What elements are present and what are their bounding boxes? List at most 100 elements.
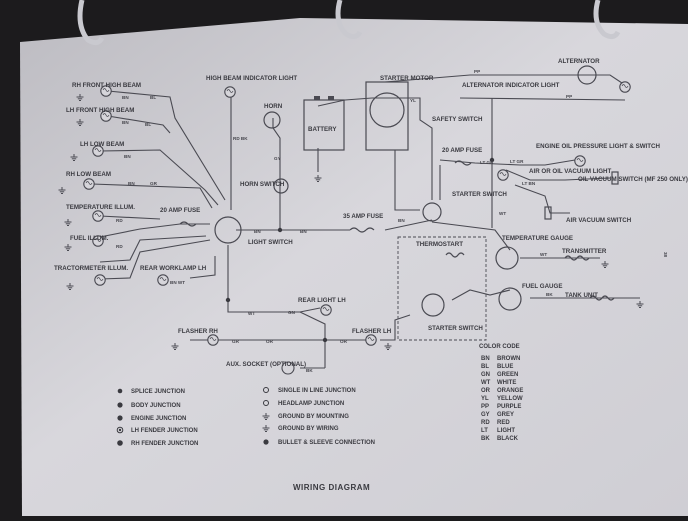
svg-text:BLACK: BLACK xyxy=(497,436,519,442)
svg-text:WHITE: WHITE xyxy=(497,380,516,386)
svg-text:BN: BN xyxy=(481,356,490,362)
horn-symbol xyxy=(263,111,281,129)
label-lh-front-high-beam: LH FRONT HIGH BEAM xyxy=(66,107,134,114)
svg-text:BK: BK xyxy=(481,436,490,442)
engine-oil-pressure-lamp xyxy=(574,155,586,167)
page-number: 38 xyxy=(663,252,668,258)
svg-text:RD: RD xyxy=(116,244,123,249)
svg-text:RED: RED xyxy=(497,420,510,426)
wire-labels: BN BL BN BL BN GR BN RD RD BN WT RD BK B… xyxy=(116,69,572,373)
binder-rings xyxy=(77,0,621,46)
label-fuel-gauge: FUEL GAUGE xyxy=(522,283,562,290)
tank-unit-symbol xyxy=(589,295,615,301)
svg-text:BN: BN xyxy=(300,229,307,234)
label-fuse-20-left: 20 AMP FUSE xyxy=(160,207,200,214)
legend-single-in-line: SINGLE IN LINE JUNCTION xyxy=(278,388,356,394)
label-alternator-indicator: ALTERNATOR INDICATOR LIGHT xyxy=(462,82,560,89)
legend-bullet-sleeve: BULLET & SLEEVE CONNECTION xyxy=(278,440,375,446)
svg-text:RD: RD xyxy=(481,420,490,426)
fuel-gauge-symbol xyxy=(498,287,522,311)
svg-text:OR: OR xyxy=(340,339,348,344)
temperature-gauge-symbol xyxy=(495,246,519,270)
label-starter-switch-upper: STARTER SWITCH xyxy=(452,191,507,198)
label-light-switch: LIGHT SWITCH xyxy=(248,239,293,246)
fuse-20-left-symbol xyxy=(179,221,197,227)
svg-text:LT: LT xyxy=(481,428,488,434)
label-starter-motor: STARTER MOTOR xyxy=(380,75,434,82)
svg-text:BN: BN xyxy=(398,218,405,223)
oil-vacuum-switch-symbol xyxy=(611,171,619,185)
svg-text:BN: BN xyxy=(122,95,129,100)
diagram-title: WIRING DIAGRAM xyxy=(293,483,370,492)
light-switch-symbol xyxy=(214,216,242,244)
label-temperature-gauge: TEMPERATURE GAUGE xyxy=(502,235,573,242)
svg-text:BN: BN xyxy=(254,229,261,234)
starter-motor-symbol xyxy=(365,81,409,151)
svg-text:LIGHT: LIGHT xyxy=(497,428,515,434)
label-engine-oil-pressure: ENGINE OIL PRESSURE LIGHT & SWITCH xyxy=(536,143,661,150)
battery-symbol xyxy=(303,99,345,151)
svg-text:RD: RD xyxy=(116,218,123,223)
starter-switch-lower-symbol xyxy=(421,293,445,317)
svg-text:YL: YL xyxy=(481,396,489,402)
legend-body: BODY JUNCTION xyxy=(131,403,181,409)
label-transmitter: TRANSMITTER xyxy=(562,248,607,255)
label-tank-unit: TANK UNIT xyxy=(565,292,598,299)
label-air-vacuum-switch: AIR VACUUM SWITCH xyxy=(566,217,632,224)
color-code-heading: COLOR CODE xyxy=(479,344,520,350)
label-rear-worklamp: REAR WORKLAMP LH xyxy=(140,265,207,272)
label-alternator: ALTERNATOR xyxy=(558,58,600,65)
rh-low-beam-lamp xyxy=(83,178,95,190)
svg-text:PP: PP xyxy=(474,69,480,74)
label-air-or-oil-vacuum: AIR OR OIL VACUUM LIGHT xyxy=(529,168,611,175)
rear-light-lh-lamp xyxy=(320,304,332,316)
svg-text:PP: PP xyxy=(481,404,489,410)
fuse-35-symbol xyxy=(349,227,375,233)
label-oil-vacuum-switch: OIL VACUUM SWITCH (MF 250 ONLY) xyxy=(578,176,688,183)
label-aux-socket: AUX. SOCKET (OPTIONAL) xyxy=(226,361,306,368)
svg-text:OR: OR xyxy=(481,388,491,394)
tractormeter-illum-lamp xyxy=(94,274,106,286)
svg-text:PP: PP xyxy=(566,94,572,99)
svg-text:GREEN: GREEN xyxy=(497,372,518,378)
svg-text:BLUE: BLUE xyxy=(497,364,513,370)
legend-engine: ENGINE JUNCTION xyxy=(131,416,186,422)
svg-text:GR: GR xyxy=(150,181,158,186)
label-flasher-lh: FLASHER LH xyxy=(352,328,392,335)
label-fuel-illum: FUEL ILLUM. xyxy=(70,235,109,242)
svg-text:PURPLE: PURPLE xyxy=(497,404,521,410)
svg-text:ORANGE: ORANGE xyxy=(497,388,523,394)
label-lh-low-beam: LH LOW BEAM xyxy=(80,141,124,148)
flasher-rh-lamp xyxy=(207,334,219,346)
legend-rh-fender: RH FENDER JUNCTION xyxy=(131,441,198,447)
label-rh-low-beam: RH LOW BEAM xyxy=(66,171,111,178)
svg-text:BK: BK xyxy=(546,292,553,297)
svg-text:BL: BL xyxy=(481,364,489,370)
air-vacuum-switch-symbol xyxy=(544,206,552,220)
svg-text:BROWN: BROWN xyxy=(497,356,520,362)
wires xyxy=(91,74,640,369)
flasher-lh-lamp xyxy=(365,334,377,346)
legend-splice: SPLICE JUNCTION xyxy=(131,389,185,395)
legend-ground-mounting: GROUND BY MOUNTING xyxy=(278,414,349,420)
component-labels: RH FRONT HIGH BEAM LH FRONT HIGH BEAM LH… xyxy=(54,58,688,368)
svg-text:RD BK: RD BK xyxy=(233,136,248,141)
legend-headlamp: HEADLAMP JUNCTION xyxy=(278,401,344,407)
transmitter-symbol xyxy=(564,255,590,261)
svg-text:GREY: GREY xyxy=(497,412,514,418)
thermostart-symbol xyxy=(445,252,465,258)
label-temperature-illum: TEMPERATURE ILLUM. xyxy=(66,204,135,211)
starter-switch-upper-symbol xyxy=(422,202,442,222)
legend-lh-fender: LH FENDER JUNCTION xyxy=(131,428,198,434)
label-battery: BATTERY xyxy=(308,126,337,133)
svg-text:LT GR: LT GR xyxy=(480,160,494,165)
svg-text:BN: BN xyxy=(122,120,129,125)
high-beam-indicator-lamp xyxy=(224,86,236,98)
svg-text:BK: BK xyxy=(306,368,313,373)
svg-text:WT: WT xyxy=(248,311,255,316)
svg-text:WT: WT xyxy=(499,211,506,216)
svg-text:YELLOW: YELLOW xyxy=(497,396,523,402)
svg-text:GN: GN xyxy=(288,310,296,315)
